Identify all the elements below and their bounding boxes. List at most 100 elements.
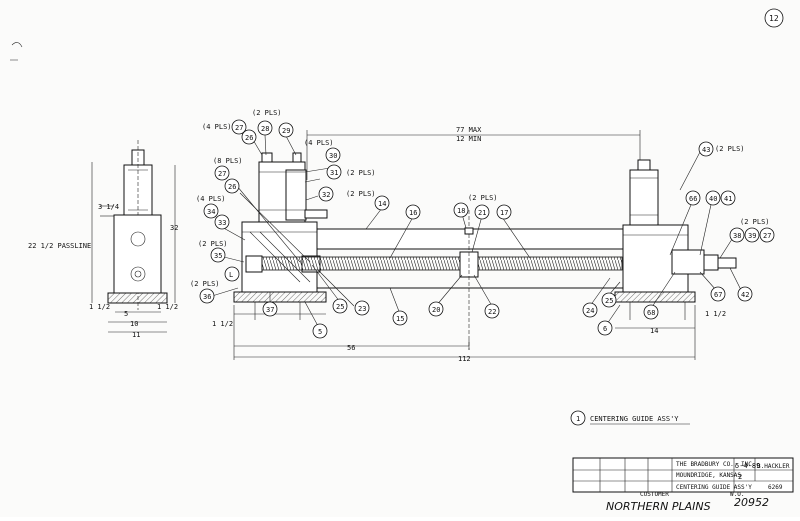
balloon-27: 27 bbox=[235, 124, 243, 132]
balloon-42: 42 bbox=[741, 291, 749, 299]
balloon-5: 5 bbox=[318, 328, 322, 336]
job-label: W.O. bbox=[730, 491, 744, 498]
drawing-date: 5-4-89 bbox=[735, 462, 760, 470]
balloon-38: 38 bbox=[733, 232, 741, 240]
balloon-27: 27 bbox=[218, 170, 226, 178]
dim-1-1-2-a: 1 1/2 bbox=[89, 303, 110, 311]
drawing-number: 6269 bbox=[768, 484, 783, 491]
note-4-pls: (4 PLS) bbox=[202, 123, 232, 131]
balloon-15: 15 bbox=[396, 315, 404, 323]
balloon-40: 40 bbox=[709, 195, 717, 203]
note-2-pls: (2 PLS) bbox=[740, 218, 770, 226]
note-2-pls: (2 PLS) bbox=[252, 109, 282, 117]
right-base-plate bbox=[614, 291, 696, 303]
work-order-number: 20952 bbox=[734, 496, 769, 509]
balloon-17: 17 bbox=[500, 209, 508, 217]
right-cylinder bbox=[629, 169, 659, 226]
page-number-circle bbox=[764, 8, 784, 28]
balloon-33: 33 bbox=[218, 219, 226, 227]
balloon-37: 37 bbox=[266, 306, 274, 314]
assembly-callout-circle bbox=[570, 410, 586, 426]
balloon-31: 31 bbox=[330, 169, 338, 177]
balloon-23: 23 bbox=[358, 305, 366, 313]
dim-77-max: 77 MAX bbox=[456, 126, 482, 134]
balloon-18: 18 bbox=[457, 207, 465, 215]
dim-12-min: 12 MIN bbox=[456, 135, 481, 143]
balloon-43: 43 bbox=[702, 146, 710, 154]
end-view-base bbox=[107, 292, 168, 304]
customer-name: NORTHERN PLAINS bbox=[606, 500, 711, 513]
title-block: THE BRADBURY CO., INC. MOUNDRIDGE, KANSA… bbox=[572, 457, 794, 498]
note-4-pls: (4 PLS) bbox=[304, 139, 334, 147]
assembly-callout-number: 1 bbox=[576, 415, 580, 423]
balloon-16: 16 bbox=[409, 209, 417, 217]
drawn-by: B.HACKLER bbox=[757, 463, 790, 470]
dim-10: 10 bbox=[130, 320, 138, 328]
note-4-pls: (4 PLS) bbox=[196, 195, 226, 203]
customer-label: CUSTOMER bbox=[640, 491, 669, 498]
balloon-35: 35 bbox=[214, 252, 222, 260]
company-location: MOUNDRIDGE, KANSAS bbox=[676, 472, 741, 479]
passline-label: 22 1/2 PASSLINE bbox=[28, 242, 91, 250]
end-view-body bbox=[113, 214, 162, 294]
company-name: THE BRADBURY CO., INC. bbox=[676, 461, 755, 468]
dim-3-1-4: 3 1/4 bbox=[98, 203, 119, 211]
crank-handle bbox=[717, 257, 737, 269]
balloon-28: 28 bbox=[261, 125, 269, 133]
balloon-21: 21 bbox=[478, 209, 486, 217]
end-view-bore-bottom bbox=[130, 266, 146, 282]
balloon-25: 25 bbox=[336, 303, 344, 311]
balloon-6: 6 bbox=[603, 325, 607, 333]
dim-1-1-2-b: 1 1/2 bbox=[157, 303, 178, 311]
dim-5: 5 bbox=[124, 310, 128, 318]
note-2-pls: (2 PLS) bbox=[190, 280, 220, 288]
note-2-pls: (2 PLS) bbox=[346, 190, 376, 198]
dim-112: 112 bbox=[458, 355, 471, 363]
balloon-27: 27 bbox=[763, 232, 771, 240]
note-2-pls: (2 PLS) bbox=[198, 240, 228, 248]
balloon-29: 29 bbox=[282, 127, 290, 135]
balloon-20: 20 bbox=[432, 306, 440, 314]
balloon-67: 67 bbox=[714, 291, 722, 299]
dim-11: 11 bbox=[132, 331, 140, 339]
balloon-39: 39 bbox=[748, 232, 756, 240]
balloon-66: 66 bbox=[689, 195, 697, 203]
margin-mark bbox=[10, 42, 23, 61]
note-2-pls: (2 PLS) bbox=[346, 169, 376, 177]
balloon-26: 26 bbox=[245, 134, 253, 142]
dim-14-right: 14 bbox=[650, 327, 658, 335]
dim-56: 56 bbox=[347, 344, 355, 352]
lead-screw bbox=[261, 256, 623, 271]
end-view: 3 1/4 32 22 1/2 PASSLINE 1 1/2 1 1/2 5 1… bbox=[28, 140, 178, 339]
left-cylinder bbox=[285, 169, 307, 221]
balloon-24: 24 bbox=[586, 307, 594, 315]
dim-1-1-2-d: 1 1/2 bbox=[705, 310, 726, 318]
front-view: 77 MAX 12 MIN bbox=[212, 126, 737, 363]
dim-32: 32 bbox=[170, 224, 178, 232]
balloon-25: 25 bbox=[605, 297, 613, 305]
note-2-pls: (2 PLS) bbox=[468, 194, 498, 202]
balloon-36: 36 bbox=[203, 293, 211, 301]
balloon-68: 68 bbox=[647, 309, 655, 317]
balloon-22: 22 bbox=[488, 308, 496, 316]
balloon-32: 32 bbox=[322, 191, 330, 199]
handwheel-housing bbox=[671, 249, 705, 275]
part-balloons: 27 26 28 29 30 31 32 27 26 34 33 35 36 L… bbox=[199, 119, 775, 339]
page-number: 12 bbox=[769, 14, 779, 23]
balloon-l-marker: L bbox=[229, 271, 233, 279]
dim-1-1-2-c: 1 1/2 bbox=[212, 320, 233, 328]
balloon-26: 26 bbox=[228, 183, 236, 191]
sheet-number: 2 bbox=[738, 473, 742, 481]
left-base-plate bbox=[233, 291, 327, 303]
balloon-30: 30 bbox=[329, 152, 337, 160]
end-view-bore-top bbox=[130, 231, 146, 247]
assembly-callout-label: CENTERING GUIDE ASS'Y bbox=[590, 415, 679, 423]
balloon-41: 41 bbox=[724, 195, 732, 203]
balloon-14: 14 bbox=[378, 200, 386, 208]
quantity-notes: (4 PLS) (2 PLS) (4 PLS) (8 PLS) (2 PLS) … bbox=[190, 109, 770, 288]
note-8-pls: (8 PLS) bbox=[213, 157, 243, 165]
balloon-34: 34 bbox=[207, 208, 215, 216]
note-2-pls: (2 PLS) bbox=[715, 145, 745, 153]
